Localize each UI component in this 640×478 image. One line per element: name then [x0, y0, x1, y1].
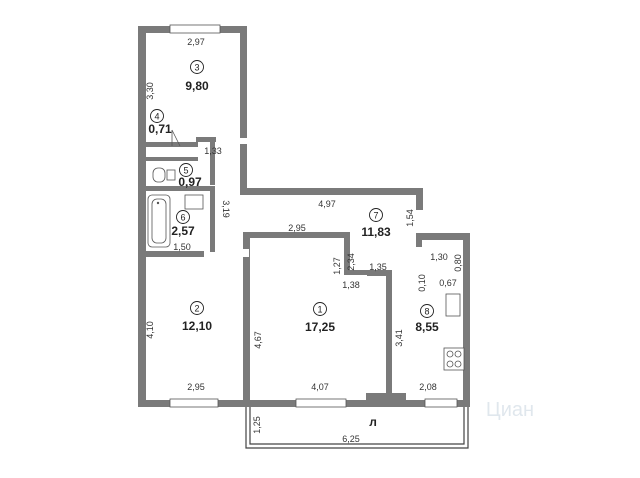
svg-text:4,10: 4,10: [145, 321, 155, 339]
fixtures: [147, 129, 465, 371]
svg-text:1,35: 1,35: [369, 262, 387, 272]
balcony-label: л: [369, 415, 377, 429]
svg-text:1,54: 1,54: [405, 209, 415, 227]
svg-text:2,95: 2,95: [187, 382, 205, 392]
room-3-label: 3 9,80: [185, 60, 209, 93]
svg-text:4,07: 4,07: [311, 382, 329, 392]
room-5-label: 5 0,97: [178, 163, 202, 189]
svg-text:7: 7: [373, 211, 378, 221]
room-6-label: 6 2,57: [171, 210, 195, 238]
washbasin-icon: [184, 194, 204, 210]
room-8-label: 8 8,55: [415, 304, 439, 334]
svg-text:4,97: 4,97: [318, 199, 336, 209]
svg-text:2,95: 2,95: [288, 223, 306, 233]
svg-text:3,30: 3,30: [145, 82, 155, 100]
svg-text:8: 8: [424, 307, 429, 317]
balcony: [245, 393, 469, 449]
svg-text:1,38: 1,38: [342, 280, 360, 290]
svg-text:0,67: 0,67: [439, 278, 457, 288]
svg-text:4,67: 4,67: [253, 331, 263, 349]
svg-text:2,08: 2,08: [419, 382, 437, 392]
toilet-icon: [152, 167, 166, 183]
svg-text:17,25: 17,25: [305, 320, 335, 334]
dimension-labels: 2,97 3,30 1,33 3,19 1,50 4,97 1,54 2,95 …: [145, 37, 463, 444]
svg-text:1,33: 1,33: [204, 146, 222, 156]
room-labels: 3 9,80 4 0,71 5 0,97 6 2,57 7 11,83 2 12…: [148, 60, 439, 429]
svg-text:0,97: 0,97: [178, 175, 202, 189]
svg-text:8,55: 8,55: [415, 320, 439, 334]
svg-text:4: 4: [154, 112, 159, 122]
svg-text:2,57: 2,57: [171, 224, 195, 238]
room-1-label: 1 17,25: [305, 302, 335, 334]
sink-icon: [445, 293, 461, 317]
svg-text:1,30: 1,30: [430, 252, 448, 262]
svg-text:2,97: 2,97: [187, 37, 205, 47]
room-4-label: 4 0,71: [148, 109, 172, 136]
svg-text:1,25: 1,25: [252, 416, 262, 434]
svg-text:2: 2: [194, 304, 199, 314]
svg-text:1,50: 1,50: [173, 242, 191, 252]
stove-icon: [443, 347, 465, 371]
svg-text:0,10: 0,10: [417, 274, 427, 292]
room-2-label: 2 12,10: [182, 301, 212, 333]
svg-text:3: 3: [194, 63, 199, 73]
svg-text:1: 1: [317, 305, 322, 315]
svg-text:5: 5: [183, 166, 188, 176]
svg-text:2,34: 2,34: [346, 253, 356, 271]
svg-text:0,71: 0,71: [148, 122, 172, 136]
windows: [169, 24, 458, 408]
svg-text:3,41: 3,41: [394, 329, 404, 347]
room-7-label: 7 11,83: [361, 208, 391, 239]
svg-text:11,83: 11,83: [361, 225, 391, 239]
svg-text:12,10: 12,10: [182, 319, 212, 333]
svg-text:3,19: 3,19: [221, 200, 231, 218]
svg-text:6: 6: [180, 213, 185, 223]
svg-text:6,25: 6,25: [342, 434, 360, 444]
svg-text:9,80: 9,80: [185, 79, 209, 93]
svg-text:1,27: 1,27: [332, 257, 342, 275]
watermark: Циан: [486, 399, 534, 421]
svg-text:0,80: 0,80: [453, 254, 463, 272]
